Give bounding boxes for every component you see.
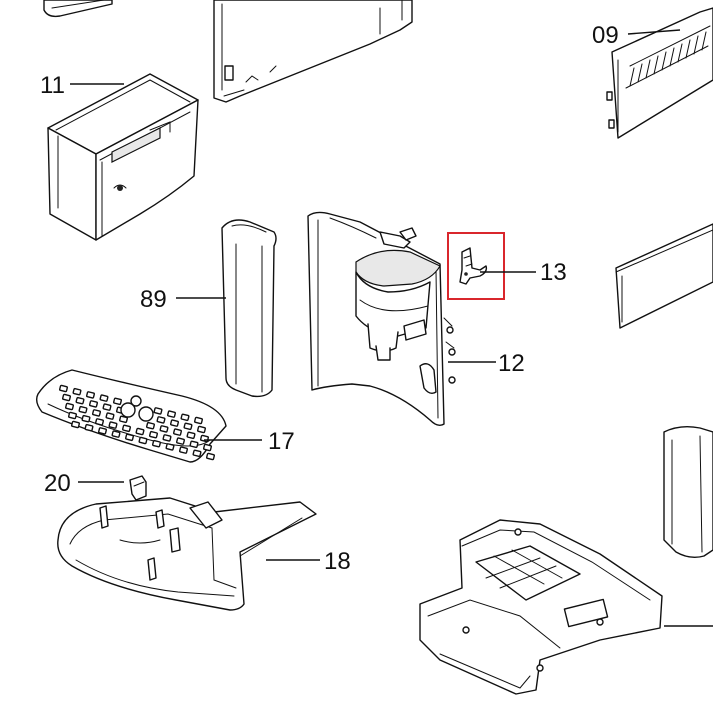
part-17-drip-tray-grid	[35, 369, 227, 463]
tray-hole	[159, 425, 169, 433]
tray-hole	[156, 416, 166, 424]
tray-hole	[165, 443, 175, 451]
top-left-partial-part	[43, 0, 113, 18]
callout-20: 20	[44, 470, 71, 497]
tray-hole	[113, 397, 122, 406]
tray-hole	[71, 420, 80, 429]
tray-hole	[81, 414, 91, 423]
part-13-highlight-box	[447, 232, 505, 300]
tray-hole	[176, 437, 185, 445]
tray-hole	[105, 412, 115, 420]
tray-hole	[183, 422, 193, 431]
callout-12: 12	[498, 350, 525, 377]
tray-hole	[65, 402, 74, 411]
tray-hole	[75, 396, 85, 405]
part-12-brew-unit-housing	[307, 211, 456, 427]
callout-11: 11	[40, 72, 65, 99]
tray-hole	[72, 387, 82, 396]
tray-hole	[99, 394, 109, 402]
tray-hole	[146, 421, 155, 430]
part-09-vented-panel	[606, 7, 713, 139]
tray-hole	[192, 449, 202, 458]
tray-hole	[206, 452, 215, 461]
tray-hole	[108, 421, 118, 429]
callout-89: 89	[140, 286, 167, 313]
tray-hole	[95, 418, 104, 426]
tray-hole	[152, 439, 161, 448]
tray-hole	[186, 431, 196, 440]
part-18-drip-tray-base	[57, 497, 317, 611]
part-11-water-tank	[47, 73, 199, 241]
tray-hole	[92, 409, 101, 417]
tray-hole	[135, 427, 145, 436]
callout-13: 13	[540, 259, 567, 286]
part-20-peg	[129, 475, 147, 501]
callout-17: 17	[268, 428, 295, 455]
tray-hole	[102, 403, 112, 411]
tray-hole	[189, 440, 199, 449]
rear-panel-part	[213, 0, 413, 103]
tray-hole	[84, 423, 94, 432]
tray-hole	[170, 419, 179, 427]
tray-hole	[153, 407, 163, 415]
tray-hole	[68, 411, 77, 420]
front-cover-part	[663, 425, 713, 559]
tray-hole	[138, 436, 148, 445]
tray-hole	[167, 410, 176, 418]
tray-hole	[194, 416, 203, 425]
tray-hole	[98, 427, 107, 435]
callout-labels: 09 11 89 13 12 17 20 18	[40, 22, 619, 575]
tray-hole	[149, 430, 158, 439]
tray-hole	[86, 391, 95, 399]
tray-hole	[122, 424, 131, 433]
part-13-latch-clip	[459, 247, 488, 285]
tray-hole	[197, 425, 206, 434]
tray-hole	[59, 384, 68, 393]
leader-lines	[70, 29, 713, 627]
drip-tray-holes	[59, 384, 215, 461]
right-side-panel-part	[615, 223, 713, 329]
callout-18: 18	[324, 548, 351, 575]
tray-hole	[179, 446, 188, 454]
tray-hole	[62, 393, 71, 402]
tray-hole	[162, 434, 172, 442]
tray-hole	[119, 415, 128, 424]
part-89-side-cover	[221, 219, 277, 398]
base-frame-part	[419, 519, 663, 695]
tray-hole	[111, 430, 121, 438]
tray-hole	[180, 413, 190, 422]
vent-slots	[625, 25, 711, 89]
callout-09: 09	[592, 22, 619, 49]
tray-hole	[78, 405, 88, 414]
tray-hole	[203, 443, 212, 452]
tray-hole	[173, 428, 182, 436]
tray-hole	[200, 434, 209, 443]
tray-hole	[125, 433, 134, 442]
tray-hole	[89, 400, 98, 408]
